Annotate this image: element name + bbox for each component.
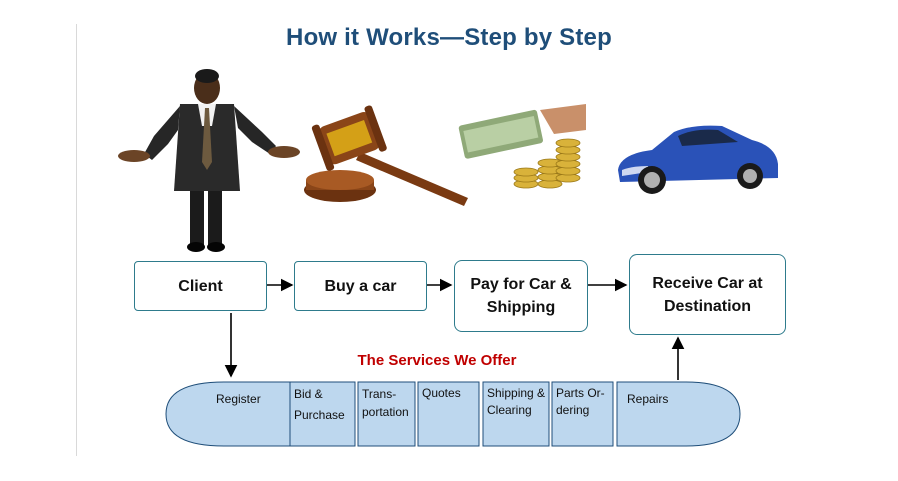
service-segment-transport <box>357 381 416 447</box>
service-segment-parts <box>551 381 614 447</box>
service-bid-purchase[interactable]: Bid & Purchase <box>294 387 345 422</box>
service-segment-bid <box>289 381 356 447</box>
step-buy-a-car[interactable]: Buy a car <box>294 261 427 311</box>
service-segment-quotes <box>417 381 480 447</box>
businessman-illustration <box>118 69 300 252</box>
page-title: How it Works—Step by Step <box>286 24 612 51</box>
step-label: Buy a car <box>324 277 397 295</box>
service-shipping-clearing[interactable]: Shipping & Clearing <box>487 386 546 417</box>
step-label: Client <box>178 277 223 295</box>
step-receive-car-at-destination[interactable]: Receive Car at Destination <box>629 254 786 335</box>
step-label: Pay for Car & Shipping <box>470 276 572 316</box>
step-pay-for-car-shipping[interactable]: Pay for Car & Shipping <box>454 260 588 332</box>
left-divider <box>76 24 77 456</box>
step-label: Receive Car at Destination <box>652 274 763 315</box>
service-segment-repairs <box>616 381 741 447</box>
car-illustration <box>618 125 778 194</box>
service-transportation[interactable]: Trans-portation <box>362 387 409 419</box>
gavel-illustration <box>304 105 468 206</box>
money-illustration <box>458 104 586 189</box>
step-client[interactable]: Client <box>134 261 267 311</box>
service-quotes[interactable]: Quotes <box>422 386 461 400</box>
services-title: The Services We Offer <box>357 352 517 369</box>
service-register[interactable]: Register <box>216 392 261 406</box>
service-parts-ordering[interactable]: Parts Or-dering <box>556 386 605 417</box>
service-repairs[interactable]: Repairs <box>627 392 669 406</box>
service-segment-register <box>165 381 291 447</box>
service-segment-shipping <box>482 381 550 447</box>
